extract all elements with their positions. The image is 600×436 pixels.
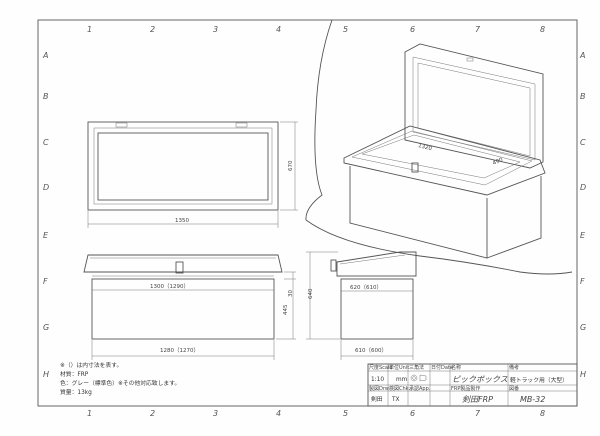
tb-remarks-header: 備考	[509, 364, 519, 371]
col-label: 7	[475, 25, 481, 34]
latch	[175, 261, 184, 274]
row-labels-right: A B C D E F G H	[579, 51, 586, 379]
tb-unit: mm	[396, 377, 408, 383]
row-labels-left: A B C D E F G H	[42, 51, 49, 379]
hinge-right	[235, 122, 248, 128]
dim-side-height: 640	[308, 288, 314, 299]
col-label: 2	[150, 25, 155, 34]
row-label: C	[43, 138, 49, 147]
row-label: E	[580, 231, 586, 240]
dim-side-top: 620（610）	[350, 284, 382, 291]
sheet-border	[37, 19, 578, 407]
dim-persp-depth: 490	[492, 157, 504, 167]
tb-date-header: 日付Date	[431, 364, 453, 371]
hinge-left	[115, 122, 128, 128]
dim-elev-bottom: 1280（1270）	[160, 347, 199, 354]
row-label: F	[43, 277, 48, 286]
col-label: 5	[343, 25, 348, 34]
note-line: ※（）は内寸法を表す。	[60, 361, 122, 369]
col-label: 5	[343, 409, 348, 418]
row-label: H	[580, 370, 586, 379]
projection-symbol-icon	[410, 374, 427, 382]
col-label: 6	[410, 25, 415, 34]
column-labels-bottom: 1 2 3 4 5 6 7 8	[87, 409, 545, 418]
dim-front-height: 670	[288, 160, 294, 171]
tb-dwg-no-header: 図番	[509, 385, 519, 392]
side-latch	[330, 259, 337, 272]
tb-projection-header: 三角法	[409, 364, 424, 371]
side-view: 620（610） 610（600） 640	[306, 251, 417, 360]
dim-side-bottom: 610（600）	[355, 347, 387, 354]
col-label: 6	[410, 409, 415, 418]
front-view-outline	[87, 121, 279, 211]
tb-checked-by: TX	[391, 397, 400, 403]
col-label: 8	[540, 409, 545, 418]
tb-drawn-header: 製図Drw.	[369, 385, 391, 392]
tb-unit-header: 単位Unit	[389, 364, 409, 371]
elevation-view: 1300（1290） 1280（1270） 30 445	[83, 254, 296, 360]
tb-company: 剣田FRP	[462, 395, 493, 404]
tb-dwg-no: MB-32	[520, 395, 545, 404]
row-label: A	[579, 51, 585, 60]
note-line: 質量：13kg	[60, 388, 92, 396]
col-label: 4	[276, 409, 281, 418]
front-view: 1350 670	[87, 121, 298, 228]
tb-scale-header: 尺度Scale	[369, 364, 392, 371]
col-label: 8	[540, 25, 545, 34]
dim-elev-lid: 30	[288, 290, 294, 297]
tb-approved-header: 承認App.	[409, 385, 431, 392]
dim-front-width: 1350	[175, 218, 189, 224]
row-label: C	[580, 138, 586, 147]
lid	[404, 43, 544, 169]
col-label: 2	[150, 409, 155, 418]
perspective-view: 1320 490	[305, 19, 573, 275]
col-label: 1	[87, 409, 92, 418]
dim-elev-top: 1300（1290）	[150, 283, 189, 290]
note-line: 色：グレー（標準色）※その他対応致します。	[60, 379, 180, 387]
row-label: G	[43, 323, 49, 332]
tb-name-header: 名称	[451, 364, 461, 371]
row-label: D	[580, 183, 586, 192]
col-label: 3	[213, 409, 218, 418]
column-labels-top: 1 2 3 4 5 6 7 8	[87, 25, 545, 34]
truck-bed-outline	[305, 19, 573, 275]
tb-drawn-by: 剣田	[371, 396, 383, 403]
col-label: 4	[276, 25, 281, 34]
row-label: B	[43, 92, 49, 101]
col-label: 7	[475, 409, 481, 418]
dim-persp-length: 1320	[417, 143, 433, 153]
row-label: F	[580, 277, 585, 286]
col-label: 1	[87, 25, 92, 34]
col-label: 3	[213, 25, 218, 34]
row-label: E	[43, 231, 49, 240]
title-block: 尺度Scale 単位Unit 三角法 日付Date 名称 備考 1:10 mm …	[367, 363, 578, 407]
note-line: 材質：FRP	[60, 370, 89, 378]
tb-product-name: ピックボックス	[452, 375, 508, 384]
row-label: G	[580, 323, 586, 332]
tb-product-sub: 軽トラック用（大型）	[510, 376, 568, 384]
tb-maker-small: FRP製品製作	[451, 385, 480, 392]
perspective-latch	[411, 162, 419, 173]
row-label: H	[43, 370, 49, 379]
notes: ※（）は内寸法を表す。 材質：FRP 色：グレー（標準色）※その他対応致します。…	[60, 361, 180, 396]
tb-scale: 1:10	[371, 377, 384, 383]
row-label: A	[42, 51, 48, 60]
row-label: B	[580, 92, 586, 101]
dim-elev-body: 445	[283, 304, 289, 315]
row-label: D	[43, 183, 49, 192]
tb-checked-header: 検図Chk.	[389, 385, 411, 392]
